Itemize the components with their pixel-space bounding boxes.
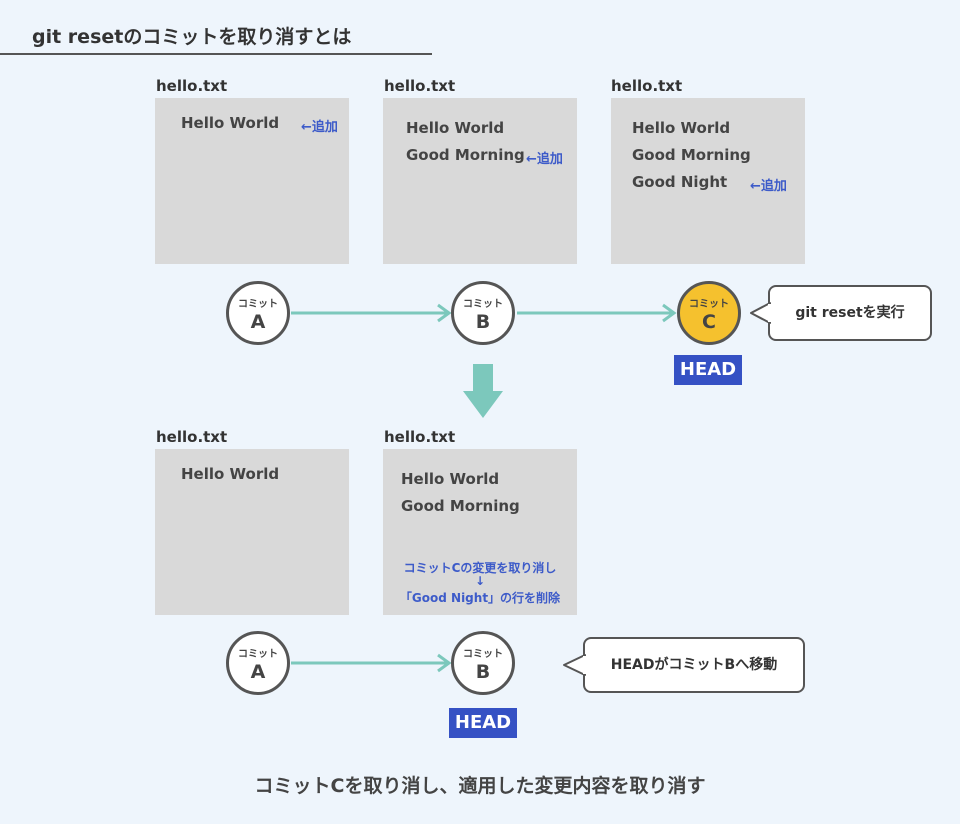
file-line: Hello World: [632, 119, 731, 137]
commit-label: コミット: [238, 649, 278, 660]
file-line: Hello World: [181, 465, 280, 483]
file-box-after-1: Hello World: [155, 449, 349, 615]
added-marker: ←追加: [750, 179, 787, 194]
title-underline: [0, 53, 432, 55]
file-box-before-1: Hello World ←追加: [155, 98, 349, 264]
commit-node-c: コミット C: [677, 281, 741, 345]
arrow-a-to-b-head: [437, 303, 452, 323]
commit-letter: B: [475, 311, 491, 333]
head-label-after: HEAD: [449, 708, 517, 738]
arrow-a-to-b-after-head: [437, 653, 452, 673]
file-box-before-2: Hello World Good Morning ←追加: [383, 98, 577, 264]
commit-letter: B: [475, 661, 491, 683]
commit-node-a: コミット A: [226, 281, 290, 345]
change-note-2: 「Good Night」の行を削除: [399, 591, 561, 605]
file-line: Hello World: [406, 119, 505, 137]
file-name-before-1: hello.txt: [156, 77, 228, 95]
file-name-before-3: hello.txt: [611, 77, 683, 95]
commit-label: コミット: [463, 299, 503, 310]
added-marker: ←追加: [301, 120, 338, 135]
commit-letter: A: [250, 661, 266, 683]
commit-node-a-after: コミット A: [226, 631, 290, 695]
commit-label: コミット: [463, 649, 503, 660]
change-note-1: コミットCの変更を取り消し: [403, 561, 557, 575]
file-name-after-2: hello.txt: [384, 428, 456, 446]
bottom-caption: コミットCを取り消し、適用した変更内容を取り消す: [254, 775, 706, 797]
change-note-arrow: ↓: [474, 574, 486, 588]
file-line: Good Morning: [406, 146, 525, 164]
callout-bubble: git resetを実行: [768, 285, 932, 341]
commit-label: コミット: [689, 299, 729, 310]
callout-text: git resetを実行: [795, 305, 905, 321]
transition-down-arrow: [463, 364, 503, 418]
file-name-before-2: hello.txt: [384, 77, 456, 95]
file-line: Good Morning: [401, 497, 520, 515]
file-line: Good Night: [632, 173, 728, 191]
head-label: HEAD: [674, 355, 742, 385]
commit-node-b: コミット B: [451, 281, 515, 345]
file-box-before-3: Hello World Good Morning Good Night ←追加: [611, 98, 805, 264]
file-line: Hello World: [401, 470, 500, 488]
commit-letter: A: [250, 311, 266, 333]
commit-label: コミット: [238, 299, 278, 310]
page-title: git resetのコミットを取り消すとは: [32, 26, 352, 48]
file-name-after-1: hello.txt: [156, 428, 228, 446]
arrow-b-to-c-head: [662, 303, 677, 323]
commit-node-b-after: コミット B: [451, 631, 515, 695]
commit-letter: C: [702, 311, 716, 333]
callout-text: HEADがコミットBへ移動: [610, 657, 778, 673]
added-marker: ←追加: [526, 152, 563, 167]
file-line: Hello World: [181, 114, 280, 132]
file-line: Good Morning: [632, 146, 751, 164]
callout-bubble-after: HEADがコミットBへ移動: [583, 637, 805, 693]
file-box-after-2: Hello World Good Morning コミットCの変更を取り消し ↓…: [383, 449, 577, 615]
